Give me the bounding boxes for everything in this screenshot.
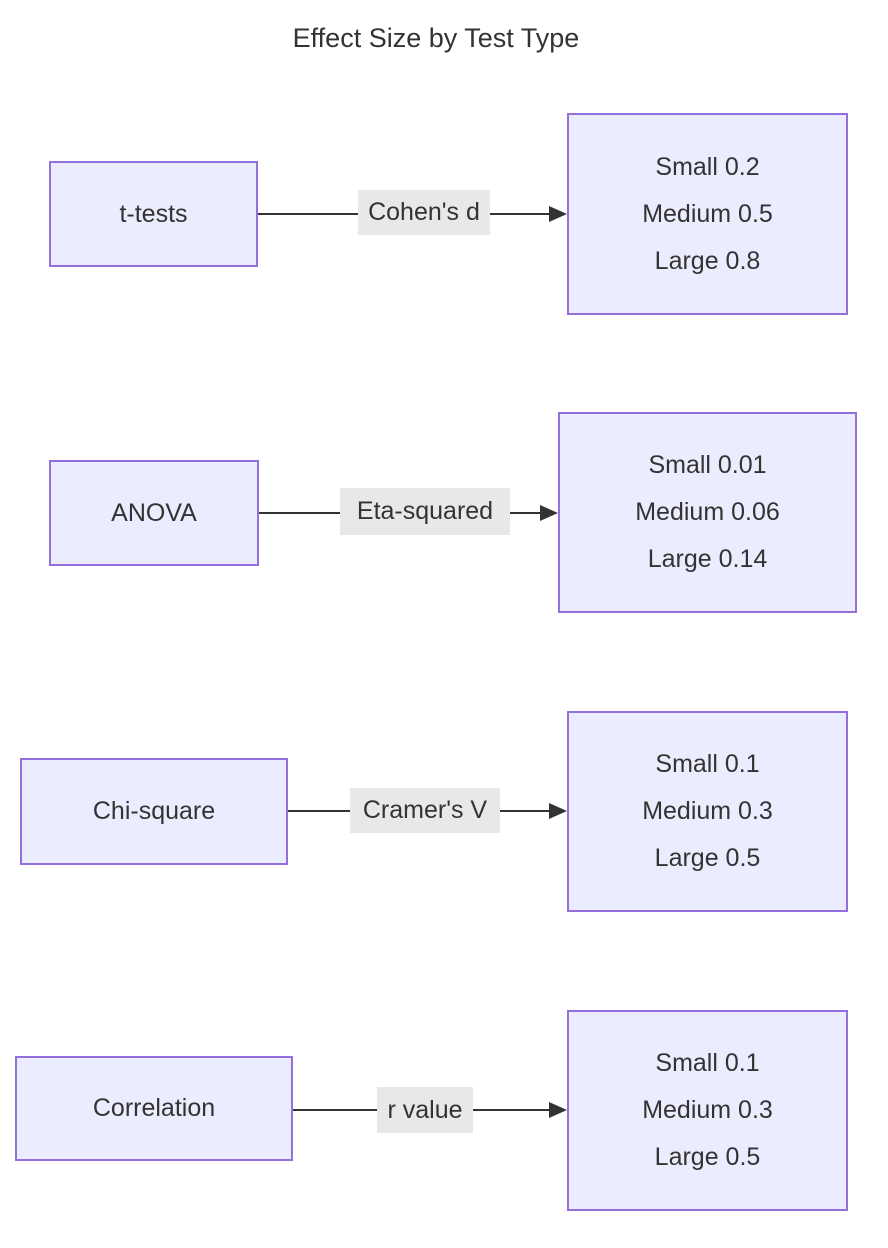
source-node-label: Correlation: [92, 1094, 216, 1122]
arrowhead-icon: [549, 1102, 567, 1118]
edge-label-text: Cramer's V: [362, 796, 488, 824]
target-node-line: Small 0.01: [648, 451, 767, 479]
edge-label-text: r value: [387, 1095, 463, 1124]
source-node-label: t-tests: [119, 199, 188, 228]
source-node-label: Chi-square: [92, 797, 216, 825]
target-node-line: Small 0.1: [655, 1049, 760, 1077]
target-node-line: Medium 0.06: [635, 498, 780, 526]
target-node: Small 0.2 Medium 0.5 Large 0.8: [567, 113, 848, 315]
target-node-line: Large 0.5: [654, 1143, 761, 1171]
target-node: Small 0.1 Medium 0.3 Large 0.5: [567, 711, 848, 912]
diagram-title: Effect Size by Test Type: [292, 23, 580, 53]
target-node-line: Medium 0.3: [642, 797, 773, 825]
target-node-line: Large 0.14: [647, 545, 768, 573]
target-node-line: Large 0.5: [654, 844, 761, 872]
source-node: Chi-square: [20, 758, 288, 865]
arrowhead-icon: [549, 803, 567, 819]
source-node: t-tests: [49, 161, 258, 267]
edge-label: Cramer's V: [350, 788, 500, 833]
arrowhead-icon: [549, 206, 567, 222]
target-node: Small 0.1 Medium 0.3 Large 0.5: [567, 1010, 848, 1211]
edge-label: r value: [377, 1087, 473, 1133]
edge-label: Cohen's d: [358, 190, 490, 235]
source-node: ANOVA: [49, 460, 259, 566]
edge-label-text: Eta-squared: [356, 497, 494, 525]
target-node-line: Medium 0.5: [642, 199, 773, 228]
arrowhead-icon: [540, 505, 558, 521]
edge-label: Eta-squared: [340, 488, 510, 535]
target-node-line: Medium 0.3: [642, 1096, 773, 1124]
target-node-line: Small 0.1: [655, 750, 760, 778]
target-node-line: Large 0.8: [654, 246, 761, 275]
target-node: Small 0.01 Medium 0.06 Large 0.14: [558, 412, 857, 613]
source-node-label: ANOVA: [111, 498, 197, 527]
source-node: Correlation: [15, 1056, 293, 1161]
target-node-line: Small 0.2: [655, 152, 760, 181]
edge-label-text: Cohen's d: [368, 198, 480, 226]
